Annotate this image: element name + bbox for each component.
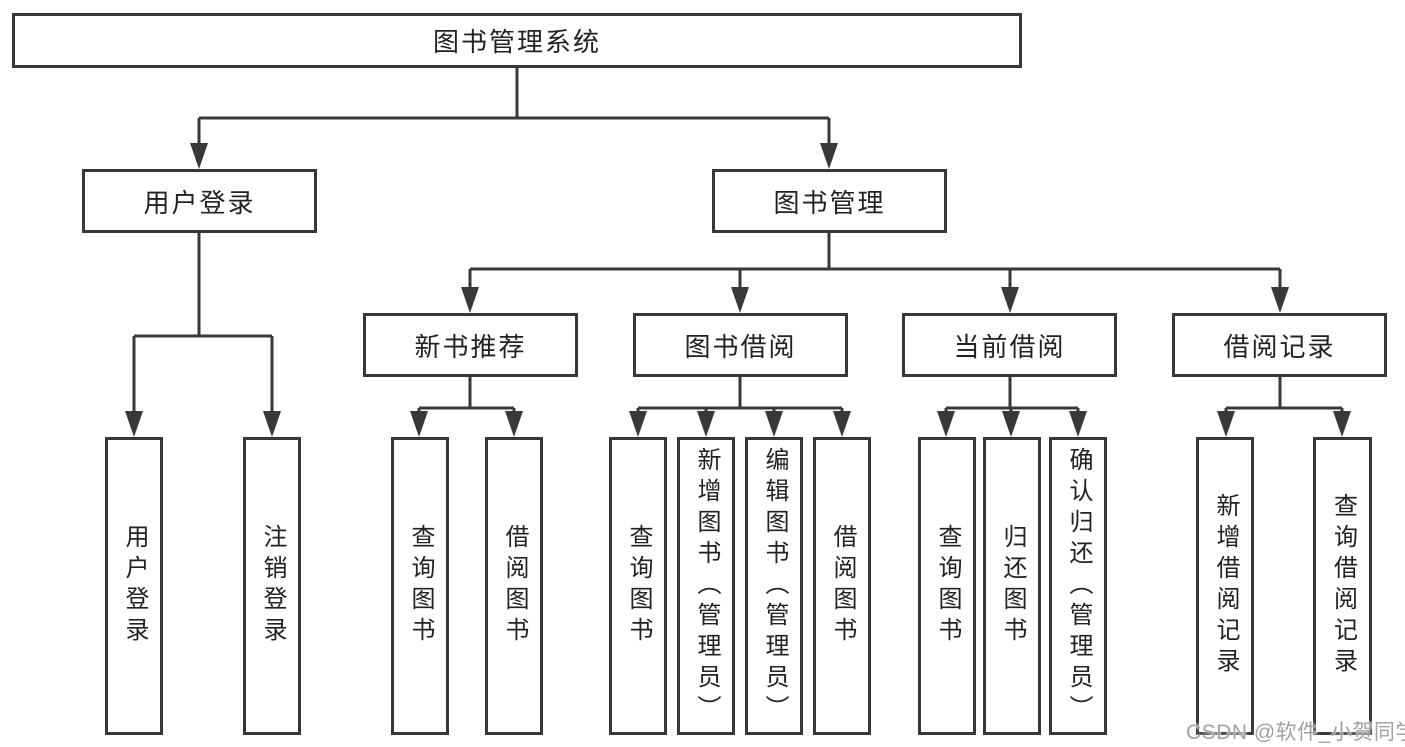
arrow-down-icon: [937, 411, 955, 437]
leaf-label: 新增图书（管理员）: [693, 446, 720, 726]
arrow-down-icon: [629, 411, 647, 437]
arrow-down-icon: [1217, 411, 1235, 437]
leaf-query-books: 查询图书: [609, 437, 667, 735]
arrow-down-icon: [1069, 411, 1087, 437]
arrow-down-icon: [833, 411, 851, 437]
arrow-down-icon: [1271, 287, 1289, 313]
node-book-management: 图书管理: [712, 169, 947, 233]
node-current-borrowing: 当前借阅: [902, 313, 1117, 377]
leaf-borrow-books: 借阅图书: [813, 437, 871, 735]
leaf-borrow-books: 借阅图书: [485, 437, 543, 735]
leaf-add-books-admin: 新增图书（管理员）: [677, 437, 735, 735]
leaf-label: 查询借阅记录: [1329, 493, 1357, 679]
node-label: 新书推荐: [414, 331, 527, 362]
node-label: 借阅记录: [1223, 331, 1336, 362]
leaf-label: 用户登录: [121, 524, 148, 648]
arrow-down-icon: [1333, 411, 1351, 437]
leaf-label: 编辑图书（管理员）: [761, 446, 788, 726]
arrow-down-icon: [697, 411, 715, 437]
leaf-logout: 注销登录: [243, 437, 301, 735]
node-label: 当前借阅: [953, 331, 1066, 362]
node-label: 图书管理: [773, 187, 886, 218]
arrow-down-icon: [461, 287, 479, 313]
node-book-borrowing: 图书借阅: [633, 313, 848, 377]
leaf-return-books: 归还图书: [983, 437, 1041, 735]
node-user-login: 用户登录: [82, 169, 317, 233]
node-new-book-recommendation: 新书推荐: [363, 313, 578, 377]
leaf-edit-books-admin: 编辑图书（管理员）: [745, 437, 803, 735]
leaf-label: 新增借阅记录: [1212, 493, 1239, 679]
arrow-down-icon: [820, 143, 838, 169]
node-label: 图书借阅: [684, 331, 797, 362]
leaf-user-login: 用户登录: [105, 437, 163, 735]
arrow-down-icon: [505, 411, 523, 437]
arrow-down-icon: [263, 411, 281, 437]
node-label: 用户登录: [143, 187, 256, 218]
arrow-down-icon: [190, 143, 208, 169]
arrow-down-icon: [1001, 287, 1019, 313]
arrow-down-icon: [1002, 411, 1020, 437]
node-borrowing-records: 借阅记录: [1172, 313, 1387, 377]
leaf-label: 查询图书: [934, 524, 961, 648]
leaf-label: 借阅图书: [829, 524, 856, 648]
leaf-add-borrow-record: 新增借阅记录: [1196, 437, 1254, 735]
leaf-confirm-return-admin: 确认归还（管理员）: [1049, 437, 1107, 735]
node-label: 图书管理系统: [432, 27, 601, 57]
node-root-library-system: 图书管理系统: [12, 13, 1022, 68]
leaf-label: 注销登录: [259, 524, 286, 648]
leaf-label: 查询图书: [407, 524, 434, 648]
leaf-label: 归还图书: [999, 524, 1026, 648]
arrow-down-icon: [410, 411, 428, 437]
leaf-query-borrow-record: 查询借阅记录: [1313, 437, 1372, 735]
arrow-down-icon: [765, 411, 783, 437]
arrow-down-icon: [125, 411, 143, 437]
leaf-label: 查询图书: [625, 524, 652, 648]
leaf-label: 借阅图书: [501, 524, 528, 648]
leaf-label: 确认归还（管理员）: [1065, 446, 1092, 726]
arrow-down-icons: [125, 143, 1351, 437]
leaf-query-books: 查询图书: [391, 437, 449, 735]
arrow-down-icon: [731, 287, 749, 313]
csdn-watermark: CSDN @软件_小贺同学: [1186, 721, 1405, 744]
leaf-query-books: 查询图书: [918, 437, 976, 735]
